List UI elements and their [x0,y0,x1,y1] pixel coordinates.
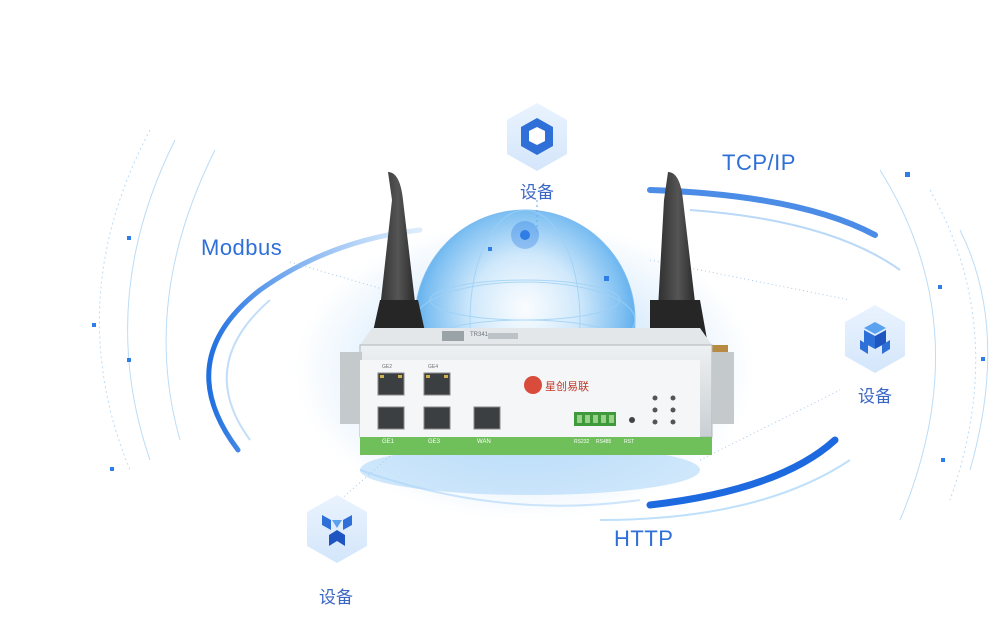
port-label-ge3: GE3 [428,439,441,445]
hex-bottom [307,495,367,563]
router-model: TR341 [470,332,489,338]
port-label-rst: RST [624,439,634,445]
modbus-label: Modbus [201,235,283,260]
port-label-rs232: RS232 [574,439,590,445]
port-label-ge4: GE4 [428,364,439,370]
port-label-ge1: GE1 [382,439,395,445]
left-swoosh [206,227,423,453]
router [340,328,734,455]
device-label-top: 设备 [520,183,554,202]
cubes-network-icon [307,495,367,563]
cube-device-icon [507,103,567,171]
hex-right [845,305,905,373]
orbit-lines [98,129,989,521]
port-label-ge2: GE2 [382,364,393,370]
http-label: HTTP [614,526,674,551]
bottom-swoosh [646,436,839,509]
device-label-bottom: 设备 [319,588,353,607]
router-brand: 星创易联 [545,381,589,393]
device-label-right: 设备 [858,387,892,406]
tcpip-label: TCP/IP [722,150,796,175]
right-top-swoosh [647,187,878,238]
port-label-wan: WAN [477,439,491,445]
hex-top [507,103,567,171]
port-label-rs485: RS485 [596,439,612,445]
cubes-cluster-icon [845,305,905,373]
